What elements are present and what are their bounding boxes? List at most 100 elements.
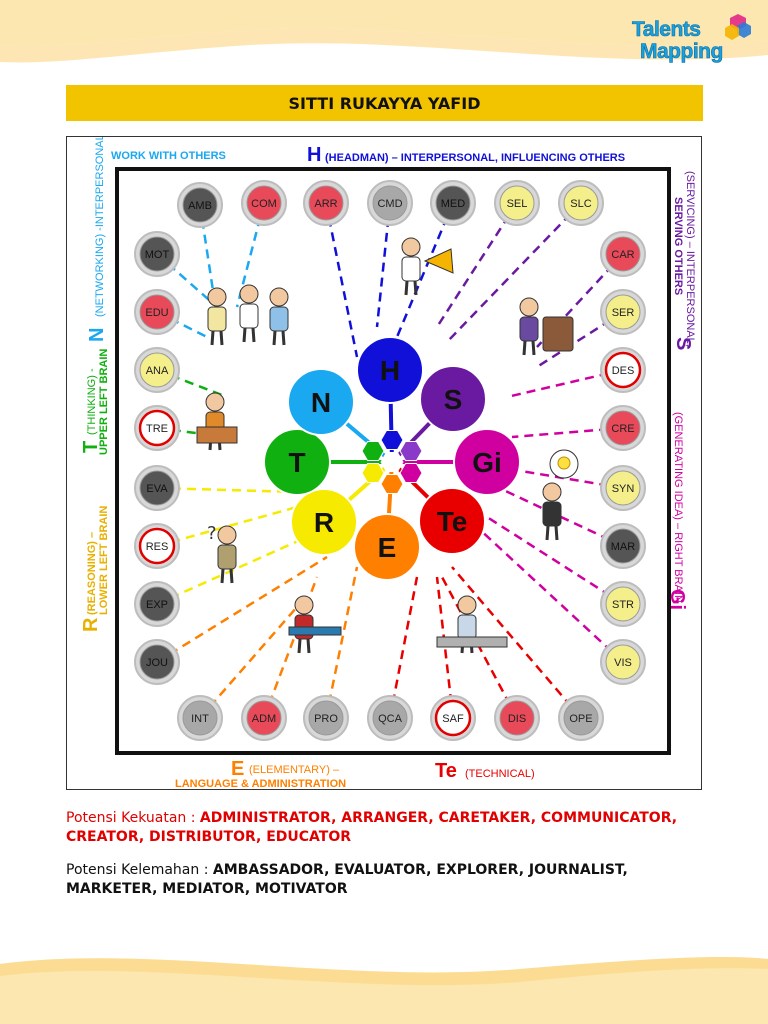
logo-text-line2: Mapping — [640, 40, 724, 64]
role-code: SEL — [507, 198, 528, 210]
role-code: OPE — [569, 713, 592, 725]
center-circle-te: Te — [418, 487, 486, 555]
role-code: AMB — [188, 200, 212, 212]
center-code: R — [314, 507, 334, 538]
label-r-letter: R — [80, 617, 102, 632]
role-code: ADM — [252, 713, 276, 725]
center-code: E — [378, 532, 397, 563]
role-code: PRO — [314, 713, 338, 725]
label-te-text: (TECHNICAL) — [465, 768, 535, 780]
role-circle-amb: AMB — [177, 182, 223, 228]
role-circle-des: DES — [600, 347, 646, 393]
center-circle-t: T — [263, 428, 331, 496]
center-circle-r: R — [290, 488, 358, 556]
lightbulb-icon — [557, 456, 571, 470]
strengths-label: Potensi Kekuatan : — [66, 810, 200, 826]
label-t-letter: T — [80, 441, 102, 453]
role-circle-ope: OPE — [558, 695, 604, 741]
label-h-letter: H — [307, 144, 321, 166]
connector-line — [395, 202, 455, 338]
connector-line — [435, 576, 455, 719]
workbench-icon — [436, 636, 508, 648]
label-s-letter: S — [672, 337, 694, 350]
role-circle-ana: ANA — [134, 347, 180, 393]
role-code: STR — [612, 599, 634, 611]
label-work-with-others: WORK WITH OTHERS — [111, 150, 226, 162]
desk-icon — [196, 426, 238, 444]
role-code: EVA — [146, 483, 168, 495]
role-circle-tre: TRE — [134, 405, 180, 451]
role-code: SLC — [570, 198, 591, 210]
strengths-section-cont: CREATOR, DISTRIBUTOR, EDUCATOR — [66, 827, 706, 847]
hub-hexagon — [361, 463, 385, 483]
weaknesses-section-cont: MARKETER, MEDIATOR, MOTIVATOR — [66, 879, 706, 899]
role-circle-car: CAR — [600, 231, 646, 277]
figure-detective — [217, 525, 237, 584]
figure-group-person — [207, 287, 227, 346]
role-circle-cmd: CMD — [367, 180, 413, 226]
connector-line — [435, 202, 519, 328]
weaknesses-section: Potensi Kelemahan : AMBASSADOR, EVALUATO… — [66, 860, 706, 880]
role-code: MED — [441, 198, 466, 210]
label-r-text1: (REASONING) – — [86, 532, 98, 615]
figure-idea — [542, 482, 562, 541]
role-code: DIS — [508, 713, 526, 725]
role-code: SYN — [612, 483, 635, 495]
figure-group-person — [269, 287, 289, 346]
computer-desk-icon — [288, 626, 342, 636]
diagram-inner-frame — [115, 167, 671, 755]
role-code: VIS — [614, 657, 632, 669]
connector-line — [156, 368, 228, 399]
luggage-icon — [542, 316, 574, 352]
role-circle-saf: SAF — [430, 695, 476, 741]
role-code: EDU — [145, 307, 168, 319]
center-code: H — [380, 355, 400, 386]
center-code: T — [288, 447, 305, 478]
role-code: MAR — [611, 541, 636, 553]
role-circle-sel: SEL — [494, 180, 540, 226]
connector-line — [156, 253, 218, 308]
role-code: CMD — [377, 198, 402, 210]
hub-hexagon — [399, 463, 423, 483]
center-code: Gi — [472, 447, 502, 478]
role-circle-eva: EVA — [134, 465, 180, 511]
label-n-letter: N — [86, 328, 108, 342]
label-h-text: (HEADMAN) – INTERPERSONAL, INFLUENCING O… — [325, 152, 625, 164]
connector-line — [388, 576, 419, 719]
role-circle-qca: QCA — [367, 695, 413, 741]
role-code: RES — [146, 541, 169, 553]
center-circle-gi: Gi — [453, 428, 521, 496]
connector-line — [156, 310, 208, 339]
question-mark-icon: ? — [207, 523, 217, 544]
figure-technician — [457, 595, 477, 654]
person-name-bar: SITTI RUKAYYA YAFID — [66, 85, 703, 121]
hub-hexagon — [380, 474, 404, 494]
role-circle-dis: DIS — [494, 695, 540, 741]
background-wave-bottom — [0, 957, 768, 1024]
weaknesses-line1: AMBASSADOR, EVALUATOR, EXPLORER, JOURNAL… — [212, 862, 628, 878]
talents-mapping-logo: Talents Mapping — [630, 12, 752, 72]
label-gi-text: (GENERATING IDEA) – RIGHT BRAIN — [672, 412, 684, 603]
hub-hexagon — [399, 441, 423, 461]
center-code: N — [311, 387, 331, 418]
label-e-text2: LANGUAGE & ADMINISTRATION — [175, 778, 346, 790]
role-code: EXP — [146, 599, 168, 611]
role-code: TRE — [146, 423, 168, 435]
role-circle-vis: VIS — [600, 639, 646, 685]
role-code: QCA — [378, 713, 403, 725]
role-code: CRE — [611, 423, 634, 435]
role-code: DES — [612, 365, 635, 377]
label-r-text2: LOWER LEFT BRAIN — [98, 506, 110, 615]
role-circle-adm: ADM — [241, 695, 287, 741]
role-circle-com: COM — [241, 180, 287, 226]
connector-line — [486, 515, 624, 606]
background-wave-top — [0, 0, 768, 63]
connector-line — [476, 526, 624, 663]
weaknesses-line2: MARKETER, MEDIATOR, MOTIVATOR — [66, 881, 348, 897]
connector-line — [156, 555, 328, 664]
center-circle-n: N — [287, 368, 355, 436]
hub-hexagon — [361, 441, 385, 461]
role-circle-res: RES — [134, 523, 180, 569]
connector-line — [446, 202, 582, 343]
